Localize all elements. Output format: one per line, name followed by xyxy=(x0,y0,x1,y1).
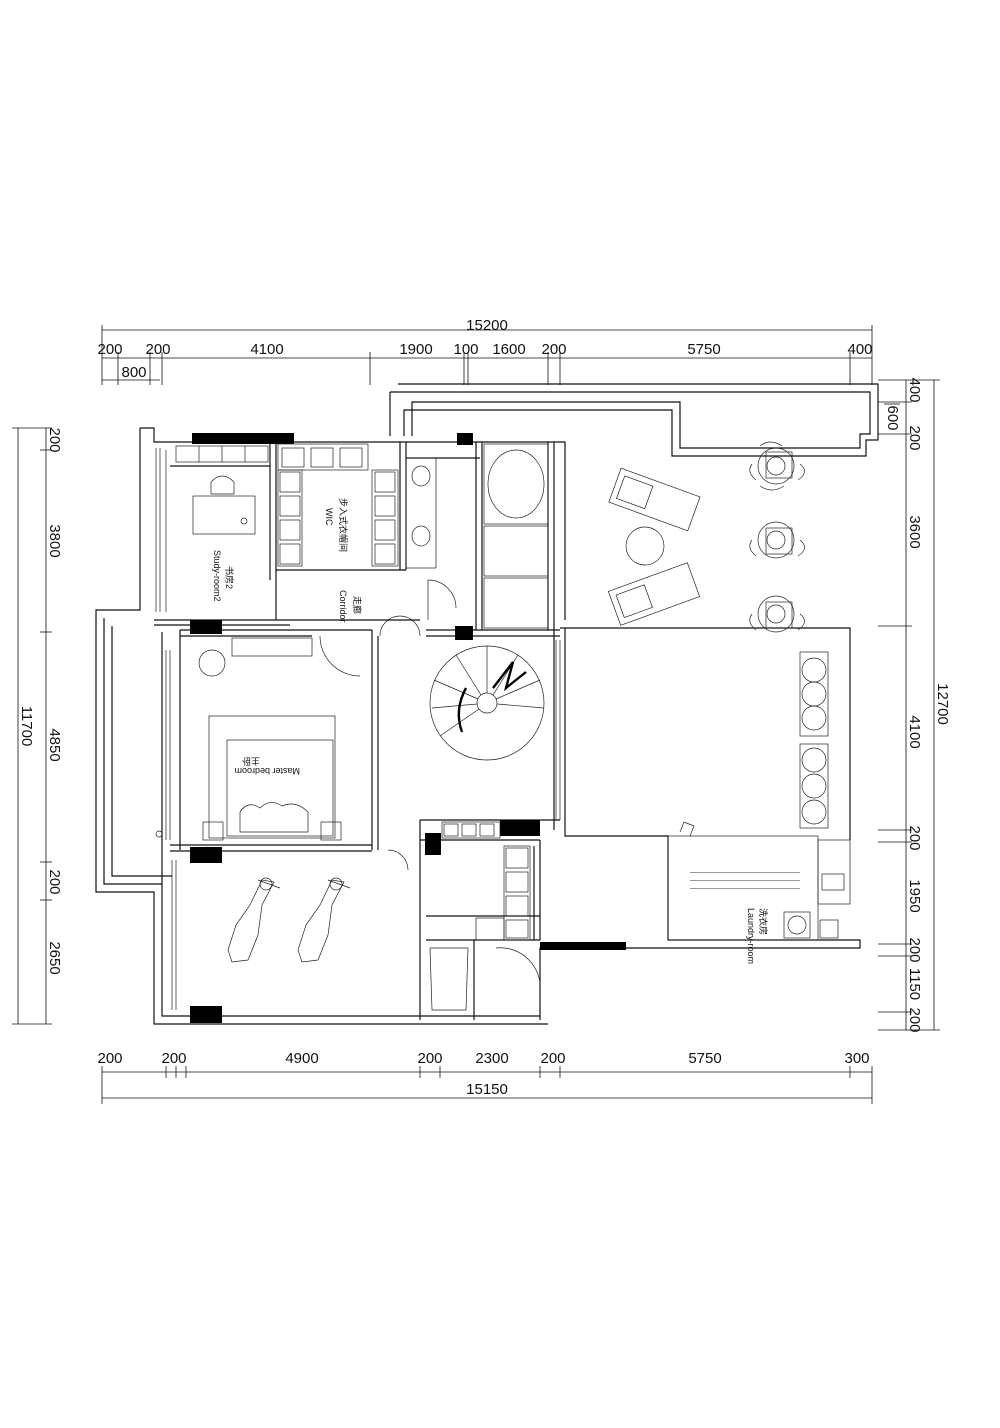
interior-walls xyxy=(154,442,560,1020)
top-dim-8: 5750 xyxy=(687,341,720,358)
bathroom xyxy=(405,443,549,629)
left-total-dim: 11700 xyxy=(18,706,35,747)
windows xyxy=(155,448,561,1010)
right-dim-6: 200 xyxy=(906,825,923,850)
planter-1 xyxy=(799,651,829,737)
left-dim-1: 200 xyxy=(46,427,63,452)
table-set-3 xyxy=(749,595,805,633)
master-bedroom-label-en: Master bedroom xyxy=(234,766,300,776)
top-sub-dim: 800 xyxy=(121,364,146,381)
top-dim-2: 200 xyxy=(145,341,170,358)
planter-2 xyxy=(799,743,829,829)
walk-in-closet: 步入式衣帽间 WIC xyxy=(277,443,399,567)
left-dim-3: 4850 xyxy=(46,728,63,761)
top-dim-3: 4100 xyxy=(250,341,283,358)
top-dimension-chain: 15200 200 200 4100 1900 100 1600 200 575… xyxy=(97,317,873,385)
motorcycle-1 xyxy=(227,877,281,963)
top-total-dim: 15200 xyxy=(466,317,508,334)
study-room-label-cn: 书房2 xyxy=(224,566,235,589)
sun-lounger-1 xyxy=(608,467,701,532)
motorcycle-2 xyxy=(297,877,351,963)
master-bedroom: 主卧 Master bedroom xyxy=(155,637,342,841)
right-dim-2: 200 xyxy=(906,425,923,450)
corridor: 走廊 Corridor xyxy=(319,590,421,871)
top-dim-5: 100 xyxy=(453,341,478,358)
table-set-2 xyxy=(749,521,805,559)
right-dim-1: 400 xyxy=(906,377,923,402)
washbasin-1 xyxy=(411,465,431,487)
bathtub xyxy=(487,449,545,519)
top-dim-6: 1600 xyxy=(492,341,525,358)
side-table xyxy=(625,526,665,566)
sun-lounger-2 xyxy=(607,562,701,626)
bottom-dim-4: 200 xyxy=(417,1050,442,1067)
bottom-dim-6: 200 xyxy=(540,1050,565,1067)
bed-mattress xyxy=(226,739,334,837)
laundry-room-label-en: Laundry-room xyxy=(746,908,756,964)
bottom-dim-7: 5750 xyxy=(688,1050,721,1067)
top-dim-7: 200 xyxy=(541,341,566,358)
study-chair xyxy=(210,475,235,495)
corridor-label-en: Corridor xyxy=(338,590,348,623)
top-dim-1: 200 xyxy=(97,341,122,358)
bottom-total-dim: 15150 xyxy=(466,1081,508,1098)
right-dim-8: 200 xyxy=(906,937,923,962)
laundry-room: 洗衣房 Laundry-room xyxy=(667,821,851,964)
terrace xyxy=(607,441,829,829)
spiral-staircase xyxy=(429,645,545,761)
storage-cabinets xyxy=(429,821,541,1011)
right-dim-3: 600 xyxy=(884,405,901,430)
outer-walls xyxy=(95,383,879,1025)
left-dim-5: 2650 xyxy=(46,941,63,974)
structural-columns xyxy=(190,433,626,1023)
top-dim-9: 400 xyxy=(847,341,872,358)
right-total-dim: 12700 xyxy=(934,683,951,725)
master-bedroom-label-cn: 主卧 xyxy=(242,756,260,767)
corridor-label-cn: 走廊 xyxy=(352,596,363,614)
right-dim-7: 1950 xyxy=(906,879,923,912)
bottom-dim-1: 200 xyxy=(97,1050,122,1067)
laundry-pattern xyxy=(690,872,800,889)
balcony xyxy=(227,877,351,963)
bottom-dim-2: 200 xyxy=(161,1050,186,1067)
right-dimension-chain: 12700 400 200 600 3600 4100 200 1950 200… xyxy=(878,377,951,1033)
study-room-label-en: Study-room2 xyxy=(212,550,222,602)
bottom-dimension-chain: 200 200 4900 200 2300 200 5750 300 15150 xyxy=(97,1050,873,1104)
left-dim-4: 200 xyxy=(46,869,63,894)
right-dim-10: 200 xyxy=(906,1007,923,1032)
right-dim-4: 3600 xyxy=(906,515,923,548)
bottom-dim-5: 2300 xyxy=(475,1050,508,1067)
bottom-dim-3: 4900 xyxy=(285,1050,318,1067)
washbasin-2 xyxy=(411,525,431,547)
right-dim-9: 1150 xyxy=(906,968,923,1000)
left-dim-2: 3800 xyxy=(46,524,63,557)
study-room: 书房2 Study-room2 xyxy=(165,445,269,612)
wic-label-cn: 步入式衣帽间 xyxy=(338,498,349,552)
bottom-dim-8: 300 xyxy=(844,1050,869,1067)
right-dim-5: 4100 xyxy=(906,715,923,748)
laundry-room-label-cn: 洗衣房 xyxy=(758,908,769,935)
top-dim-4: 1900 xyxy=(399,341,432,358)
table-set-1 xyxy=(749,441,805,491)
bed-frame xyxy=(208,715,336,839)
left-dimension-chain: 11700 200 3800 4850 200 2650 xyxy=(12,427,63,1025)
wic-label-en: WIC xyxy=(324,508,334,526)
study-desk xyxy=(192,495,256,535)
